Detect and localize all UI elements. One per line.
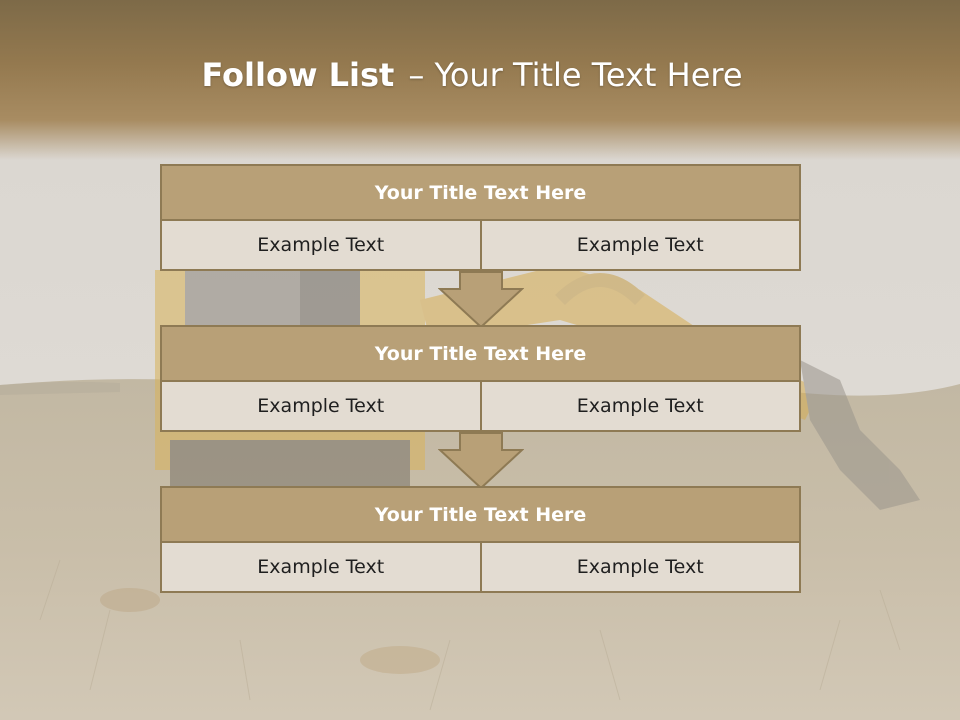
down-arrow-icon — [438, 271, 524, 329]
block-title: Your Title Text Here — [160, 164, 801, 221]
header-band — [0, 0, 960, 160]
block-title: Your Title Text Here — [160, 486, 801, 543]
list-block-2: Your Title Text Here Example Text Exampl… — [160, 325, 801, 432]
down-arrow-icon — [438, 432, 524, 490]
slide-title-bold: Follow List — [201, 56, 395, 94]
block-title: Your Title Text Here — [160, 325, 801, 382]
list-block-3: Your Title Text Here Example Text Exampl… — [160, 486, 801, 593]
block-cell-right: Example Text — [479, 382, 799, 430]
block-cell-right: Example Text — [479, 221, 799, 269]
block-cells: Example Text Example Text — [160, 221, 801, 271]
block-cells: Example Text Example Text — [160, 382, 801, 432]
block-cell-right: Example Text — [479, 543, 799, 591]
list-block-1: Your Title Text Here Example Text Exampl… — [160, 164, 801, 271]
block-cell-left: Example Text — [162, 382, 480, 430]
slide-title-rest: – Your Title Text Here — [408, 56, 743, 94]
block-cell-left: Example Text — [162, 543, 480, 591]
slide-title: Follow List – Your Title Text Here — [0, 52, 944, 98]
block-cells: Example Text Example Text — [160, 543, 801, 593]
block-cell-left: Example Text — [162, 221, 480, 269]
